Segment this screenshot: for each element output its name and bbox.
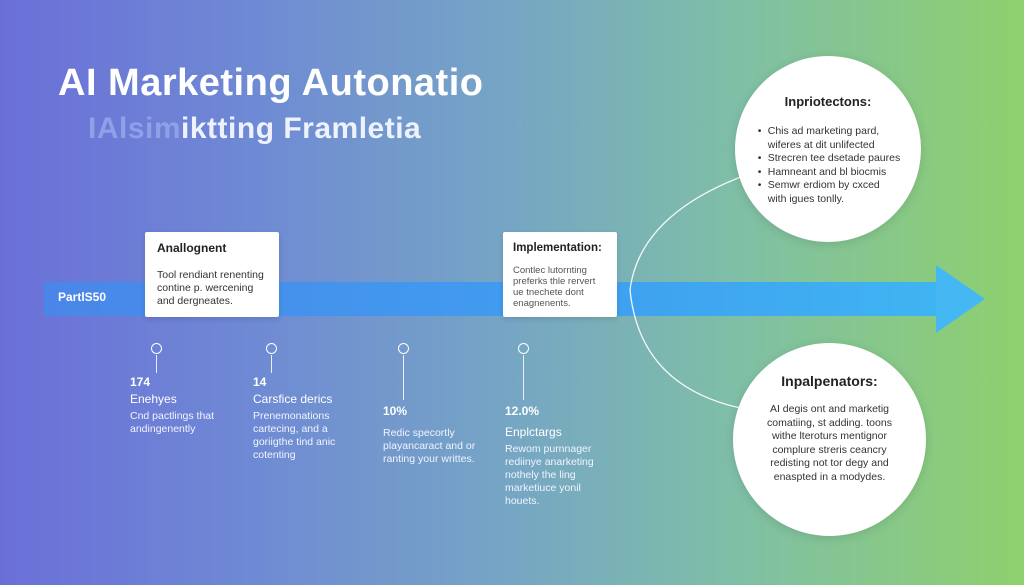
timeline-bar-label: PartlS50 bbox=[58, 290, 107, 304]
list-item: Semwr erdiom by cxced bbox=[758, 179, 901, 193]
milestone-number: 10% bbox=[383, 404, 408, 418]
milestone-pin-line bbox=[523, 355, 524, 400]
list-item: wiferes at dit unlifected bbox=[767, 138, 875, 151]
list-item: Chis ad marketing pard, bbox=[758, 125, 901, 139]
circle-bottom: Inpalpenators: AI degis ont and marketig… bbox=[733, 343, 926, 536]
milestone-pin-icon bbox=[398, 343, 409, 354]
card-implementation-body: Contlec lutornting preferks thle rervert… bbox=[513, 265, 596, 309]
circle-bottom-body: AI degis ont and marketig comatiing, st … bbox=[767, 403, 892, 483]
milestone-title: Enehyes bbox=[130, 392, 177, 406]
subtitle-main-part: iktting Framletia bbox=[181, 112, 422, 145]
milestone-number: 12.0% bbox=[505, 404, 540, 418]
circle-top-title: Inpriotectons: bbox=[784, 94, 872, 109]
milestone-pin-line bbox=[156, 355, 157, 373]
card-alignment-title: Anallognent bbox=[157, 241, 227, 255]
milestone-3: 10% Redic specortly playancaract and or … bbox=[383, 405, 483, 466]
milestone-4: 12.0% Enplctargs Rewom purnnager rediiny… bbox=[505, 405, 615, 508]
timeline-arrowhead bbox=[936, 265, 985, 333]
milestone-title: Carsfice derics bbox=[253, 392, 333, 406]
card-alignment: Anallognent Tool rendiant renenting cont… bbox=[145, 232, 279, 317]
card-alignment-body: Tool rendiant renenting contine p. werce… bbox=[157, 269, 264, 307]
milestone-1: 174 Enehyes Cnd pactlings that andingene… bbox=[130, 376, 240, 436]
circle-bottom-title: Inpalpenators: bbox=[781, 373, 878, 389]
card-implementation: Implementation: Contlec lutornting prefe… bbox=[503, 232, 617, 317]
list-item: with igues tonlly. bbox=[767, 192, 844, 205]
milestone-text: Redic specortly playancaract and or rant… bbox=[383, 427, 476, 465]
milestone-pin-line bbox=[403, 355, 404, 400]
milestone-pin-icon bbox=[266, 343, 277, 354]
milestone-text: Cnd pactlings that andingenently bbox=[130, 410, 215, 435]
page-title: AI Marketing Autonatio bbox=[58, 62, 484, 104]
circle-top-list: Chis ad marketing pard, wiferes at dit u… bbox=[758, 125, 901, 206]
milestone-pin-icon bbox=[151, 343, 162, 354]
circle-top: Inpriotectons: Chis ad marketing pard, w… bbox=[735, 56, 921, 242]
list-item: Hamneant and bl biocmis bbox=[758, 166, 901, 180]
branch-connector bbox=[629, 169, 761, 411]
list-item: Strecren tee dsetade paures bbox=[758, 152, 901, 166]
milestone-text: Rewom purnnager rediinye anarketing noth… bbox=[505, 443, 594, 507]
milestone-2: 14 Carsfice derics Prenemonations cartec… bbox=[253, 376, 353, 462]
milestone-pin-icon bbox=[518, 343, 529, 354]
subtitle-dim-part: IAlsim bbox=[88, 112, 182, 145]
page-subtitle: IAlsimiktting Framletia bbox=[88, 112, 421, 146]
card-implementation-title: Implementation: bbox=[513, 242, 602, 254]
milestone-pin-line bbox=[271, 355, 272, 373]
milestone-number: 14 bbox=[253, 375, 267, 389]
milestone-title: Enplctargs bbox=[505, 425, 562, 439]
milestone-text: Prenemonations cartecing, and a goriigth… bbox=[253, 410, 336, 461]
milestone-number: 174 bbox=[130, 375, 151, 389]
